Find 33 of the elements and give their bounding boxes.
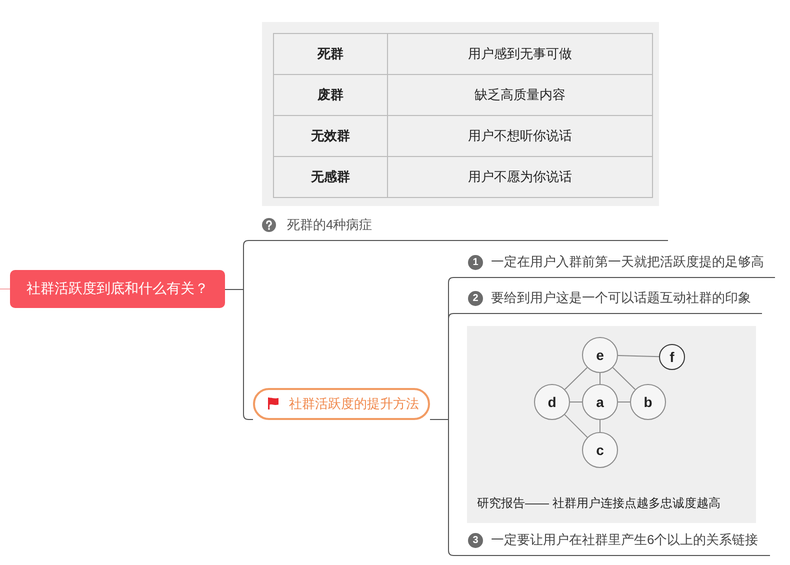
graph-circle: d (534, 384, 570, 420)
table-cell: 废群 (274, 74, 388, 116)
number-badge: 1 (468, 255, 483, 270)
figure-caption: 研究报告—— 社群用户连接点越多忠诚度越高 (477, 495, 720, 511)
connector-line (564, 367, 588, 390)
connector-line (612, 367, 636, 390)
branch-line (0, 288, 10, 290)
table-cell: 用户不愿为你说话 (388, 156, 652, 198)
branch-line (224, 289, 254, 420)
graph-circle: a (582, 384, 618, 420)
table-cell: 无感群 (274, 156, 388, 198)
topic-label: 死群的4种病症 (287, 216, 372, 234)
graph-circle: f (659, 344, 685, 370)
table-cell: 缺乏高质量内容 (388, 74, 652, 116)
connector-line (564, 414, 588, 438)
graph-circle: b (630, 384, 666, 420)
root-topic: 社群活跃度到底和什么有关？ (10, 270, 225, 308)
number-badge: 3 (468, 533, 483, 548)
graph-circle: e (582, 337, 618, 373)
topic-label: 要给到用户这是一个可以话题互动社群的印象 (491, 289, 751, 307)
table-cell: 死群 (274, 34, 388, 74)
topic-label: 社群活跃度的提升方法 (289, 395, 419, 413)
connector-line (618, 355, 660, 358)
branch-line (430, 419, 464, 556)
table-cell: 用户不想听你说话 (388, 116, 652, 156)
table-cell: 无效群 (274, 116, 388, 156)
topic-label: 一定要让用户在社群里产生6个以上的关系链接 (491, 531, 758, 549)
figure-panel (467, 326, 756, 523)
topic-label: 一定在用户入群前第一天就把活跃度提的足够高 (491, 253, 764, 271)
table-cell: 用户感到无事可做 (388, 34, 652, 74)
number-badge: 2 (468, 291, 483, 306)
graph-circle: c (582, 432, 618, 468)
topic-pill (253, 388, 430, 420)
